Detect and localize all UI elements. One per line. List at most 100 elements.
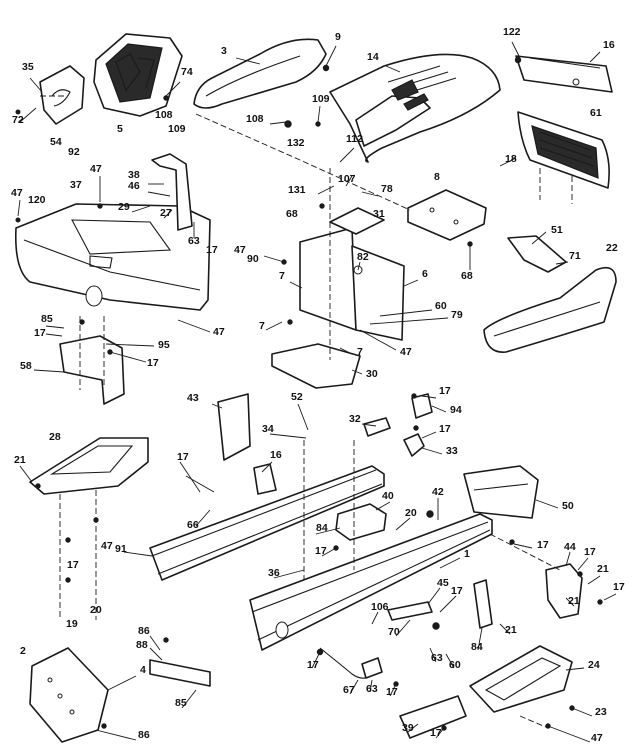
callout-label: 132 bbox=[287, 137, 305, 149]
callout-label: 63 bbox=[431, 652, 443, 664]
callout-label: 35 bbox=[22, 61, 34, 73]
callout-label: 39 bbox=[402, 722, 414, 734]
bracket-part-58 bbox=[59, 335, 125, 405]
floor-pan-part-30 bbox=[271, 343, 361, 389]
callout-label: 17 bbox=[584, 546, 596, 558]
bracket-part-16-lower bbox=[253, 463, 277, 495]
plate-part-2 bbox=[29, 647, 109, 743]
callout-label: 17 bbox=[315, 545, 327, 557]
callout-label: 112 bbox=[346, 133, 363, 145]
callout-label: 94 bbox=[450, 404, 462, 416]
callout-label: 17 bbox=[537, 539, 549, 551]
callout-label: 27 bbox=[160, 207, 172, 219]
callout-label: 90 bbox=[247, 253, 259, 265]
callout-label: 109 bbox=[312, 93, 330, 105]
callout-label: 23 bbox=[595, 706, 607, 718]
callout-label: 68 bbox=[286, 208, 298, 220]
callout-label: 84 bbox=[316, 522, 328, 534]
callout-label: 46 bbox=[128, 180, 140, 192]
callout-label: 1 bbox=[464, 548, 470, 560]
callout-label: 63 bbox=[366, 683, 378, 695]
callout-label: 7 bbox=[259, 320, 265, 332]
dash-panel-part-37 bbox=[14, 203, 211, 311]
callout-label: 43 bbox=[187, 392, 199, 404]
callout-label: 18 bbox=[505, 153, 517, 165]
callout-label: 5 bbox=[117, 123, 123, 135]
callout-label: 106 bbox=[371, 601, 389, 613]
callout-label: 9 bbox=[335, 31, 341, 43]
callout-label: 17 bbox=[439, 423, 451, 435]
bracket-part-33 bbox=[403, 433, 425, 457]
callout-label: 71 bbox=[569, 250, 581, 262]
callout-label: 63 bbox=[188, 235, 200, 247]
callout-label: 21 bbox=[505, 624, 517, 636]
callout-label: 67 bbox=[343, 684, 355, 696]
bracket-part-94 bbox=[411, 393, 433, 419]
fasteners bbox=[15, 56, 603, 731]
callout-label: 122 bbox=[503, 26, 521, 38]
bumper-part-22 bbox=[483, 266, 617, 353]
callout-label: 109 bbox=[168, 123, 186, 135]
callout-label: 34 bbox=[262, 423, 274, 435]
callout-label: 17 bbox=[451, 585, 463, 597]
frame-rail-part-1 bbox=[249, 513, 493, 651]
callout-label: 17 bbox=[430, 727, 442, 739]
callout-label: 58 bbox=[20, 360, 32, 372]
callout-label: 17 bbox=[177, 451, 189, 463]
callout-label: 74 bbox=[181, 66, 193, 78]
callout-label: 47 bbox=[11, 187, 23, 199]
callout-label: 85 bbox=[175, 697, 187, 709]
callout-label: 85 bbox=[41, 313, 53, 325]
callout-label: 16 bbox=[270, 449, 282, 461]
callout-label: 32 bbox=[349, 413, 361, 425]
harness-part-67 bbox=[319, 647, 383, 679]
callout-label: 45 bbox=[437, 577, 449, 589]
callout-label: 28 bbox=[49, 431, 61, 443]
callout-label: 88 bbox=[136, 639, 148, 651]
callout-label: 17 bbox=[34, 327, 46, 339]
bracket-part-44 bbox=[545, 563, 583, 619]
lever-part-70 bbox=[387, 601, 433, 621]
callout-label: 78 bbox=[381, 183, 393, 195]
callout-label: 92 bbox=[68, 146, 80, 158]
callout-label: 2 bbox=[20, 645, 26, 657]
callout-label: 70 bbox=[388, 626, 400, 638]
callout-label: 8 bbox=[434, 171, 440, 183]
callout-label: 108 bbox=[246, 113, 264, 125]
grille-part-18 bbox=[517, 111, 610, 189]
callout-label: 14 bbox=[367, 51, 379, 63]
callout-label: 47 bbox=[400, 346, 412, 358]
callout-label: 60 bbox=[449, 659, 461, 671]
bracket-part-50 bbox=[463, 465, 539, 519]
callout-label: 47 bbox=[213, 326, 225, 338]
callout-label: 107 bbox=[338, 173, 356, 185]
callout-label: 47 bbox=[591, 732, 603, 744]
callout-label: 61 bbox=[590, 107, 602, 119]
callout-label: 47 bbox=[101, 540, 113, 552]
callout-label: 82 bbox=[357, 251, 369, 263]
callout-label: 72 bbox=[12, 114, 24, 126]
callout-label: 21 bbox=[568, 595, 580, 607]
bracket-part-71 bbox=[507, 235, 567, 273]
callout-label: 79 bbox=[451, 309, 463, 321]
callout-label: 33 bbox=[446, 445, 458, 457]
callout-label: 19 bbox=[66, 618, 78, 630]
callout-label: 17 bbox=[206, 244, 218, 256]
bar-part-85 bbox=[149, 659, 211, 687]
bracket-part-43 bbox=[217, 393, 251, 461]
bar-part-16-top bbox=[515, 55, 613, 93]
footrest-part-28 bbox=[29, 437, 149, 495]
callout-label: 68 bbox=[461, 270, 473, 282]
callout-label: 37 bbox=[70, 179, 82, 191]
footrest-part-24 bbox=[469, 645, 573, 713]
bracket-part-38 bbox=[151, 153, 193, 231]
callout-label: 7 bbox=[357, 346, 363, 358]
callout-label: 31 bbox=[373, 208, 385, 220]
callout-label: 22 bbox=[606, 242, 618, 254]
callout-label: 95 bbox=[158, 339, 170, 351]
callout-label: 17 bbox=[307, 659, 319, 671]
callout-label: 24 bbox=[588, 659, 600, 671]
callout-label: 17 bbox=[67, 559, 79, 571]
